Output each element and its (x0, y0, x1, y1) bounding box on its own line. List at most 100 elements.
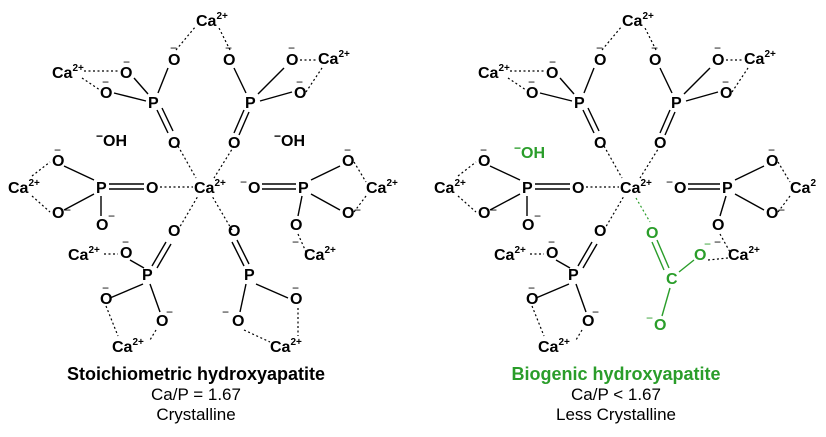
svg-text:−: − (225, 41, 232, 55)
calcium-right-lower-2: Ca2+ (728, 245, 760, 264)
caption-right-title: Biogenic hydroxyapatite (511, 364, 721, 384)
svg-text:−: − (240, 175, 247, 189)
svg-text:P: P (148, 95, 159, 112)
svg-text:−: − (166, 305, 173, 319)
hydroxide-biogenic: −OH (514, 141, 545, 162)
svg-text:P: P (574, 95, 585, 112)
phosphate-lower-left-2: P O O− O− O− (526, 223, 606, 341)
calcium-right: Ca2+ (366, 178, 398, 197)
calcium-left: Ca2+ (8, 178, 40, 197)
svg-text:P: P (671, 95, 682, 112)
phosphate-right: O− P O− O− O− (240, 143, 367, 253)
svg-text:−: − (534, 209, 541, 223)
svg-text:P: P (142, 267, 153, 284)
svg-text:O: O (96, 217, 108, 234)
svg-text:O: O (649, 52, 661, 69)
svg-text:O: O (572, 180, 584, 197)
phosphate-lower-right: P O O− O− (222, 223, 302, 343)
caption-left: Stoichiometric hydroxyapatite Ca/P = 1.6… (6, 364, 386, 425)
svg-text:O: O (168, 135, 180, 152)
svg-text:O: O (232, 313, 244, 330)
svg-text:O: O (526, 85, 538, 102)
calcium-lower-left-2: Ca2+ (494, 245, 526, 264)
calcium-bottom-left-2: Ca2+ (538, 337, 570, 356)
svg-text:O: O (290, 291, 302, 308)
svg-text:O: O (342, 153, 354, 170)
svg-text:O: O (294, 85, 306, 102)
svg-text:−: − (108, 209, 115, 223)
svg-text:−: − (292, 281, 299, 295)
carbonate-group: O C O− O− (635, 197, 711, 334)
calcium-top: Ca2+ (196, 11, 228, 30)
svg-text:−: − (778, 203, 785, 217)
svg-text:P: P (522, 180, 533, 197)
hydroxide-left-1: −OH (96, 129, 127, 150)
svg-text:−: − (768, 143, 775, 157)
calcium-top-2: Ca2+ (622, 11, 654, 30)
svg-text:−: − (714, 41, 721, 55)
phosphate-upper-left-2: P O− O− O− O (507, 25, 623, 152)
svg-text:O: O (594, 52, 606, 69)
svg-text:O: O (100, 85, 112, 102)
svg-text:−: − (296, 75, 303, 89)
svg-text:−: − (596, 41, 603, 55)
phosphate-upper-right-2: P O− O− O− O (643, 25, 749, 152)
svg-text:−: − (549, 55, 556, 69)
svg-text:O: O (712, 217, 724, 234)
svg-text:−: − (64, 203, 71, 217)
svg-text:−: − (592, 305, 599, 319)
phosphate-left: P O O− O− O− (31, 143, 158, 234)
svg-text:O: O (168, 52, 180, 69)
svg-text:O: O (766, 205, 778, 222)
svg-text:O: O (674, 180, 686, 197)
svg-text:O: O (522, 217, 534, 234)
caption-right-ratio: Ca/P < 1.67 (571, 385, 661, 404)
svg-text:−: − (651, 41, 658, 55)
center-calcium: Ca2+ (194, 178, 226, 197)
svg-text:−: − (292, 235, 299, 249)
svg-text:O: O (52, 205, 64, 222)
svg-text:O: O (712, 52, 724, 69)
center-calcium-2: Ca2+ (620, 178, 652, 197)
calcium-right-lower: Ca2+ (304, 245, 336, 264)
calcium-ur: Ca2+ (318, 49, 350, 68)
svg-text:−: − (528, 75, 535, 89)
svg-text:O: O (478, 205, 490, 222)
svg-text:−: − (288, 41, 295, 55)
svg-text:O: O (228, 135, 240, 152)
svg-text:−: − (170, 41, 177, 55)
svg-text:P: P (568, 267, 579, 284)
svg-text:P: P (298, 180, 309, 197)
svg-text:O: O (120, 65, 132, 82)
calcium-ul-2: Ca2+ (478, 63, 510, 82)
svg-text:−: − (480, 143, 487, 157)
svg-text:O: O (228, 223, 240, 240)
svg-text:O: O (594, 135, 606, 152)
svg-text:O: O (766, 153, 778, 170)
svg-text:O: O (248, 180, 260, 197)
calcium-bottom-left: Ca2+ (112, 337, 144, 356)
svg-text:−: − (54, 143, 61, 157)
svg-text:O: O (146, 180, 158, 197)
svg-text:O: O (120, 245, 132, 262)
svg-text:−: − (666, 175, 673, 189)
svg-text:O: O (156, 313, 168, 330)
svg-text:P: P (722, 180, 733, 197)
hydroxide-left-2: −OH (274, 129, 305, 150)
svg-text:O: O (720, 85, 732, 102)
svg-text:−: − (722, 75, 729, 89)
svg-text:−: − (344, 143, 351, 157)
svg-text:−: − (102, 281, 109, 295)
svg-text:O: O (594, 223, 606, 240)
calcium-ul1: Ca2+ (52, 63, 84, 82)
stoichiometric-structure: Ca2+ P O− O− O− O Ca2+ Ca2+ P O− (8, 11, 398, 356)
caption-right: Biogenic hydroxyapatite Ca/P < 1.67 Less… (426, 364, 806, 425)
svg-text:O: O (582, 313, 594, 330)
svg-text:−: − (704, 237, 711, 251)
calcium-right-2-truncated: Ca2 (790, 178, 816, 197)
svg-text:O: O (223, 52, 235, 69)
svg-text:−: − (714, 235, 721, 249)
caption-left-title: Stoichiometric hydroxyapatite (66, 364, 326, 384)
caption-right-crystallinity: Less Crystalline (556, 405, 676, 424)
